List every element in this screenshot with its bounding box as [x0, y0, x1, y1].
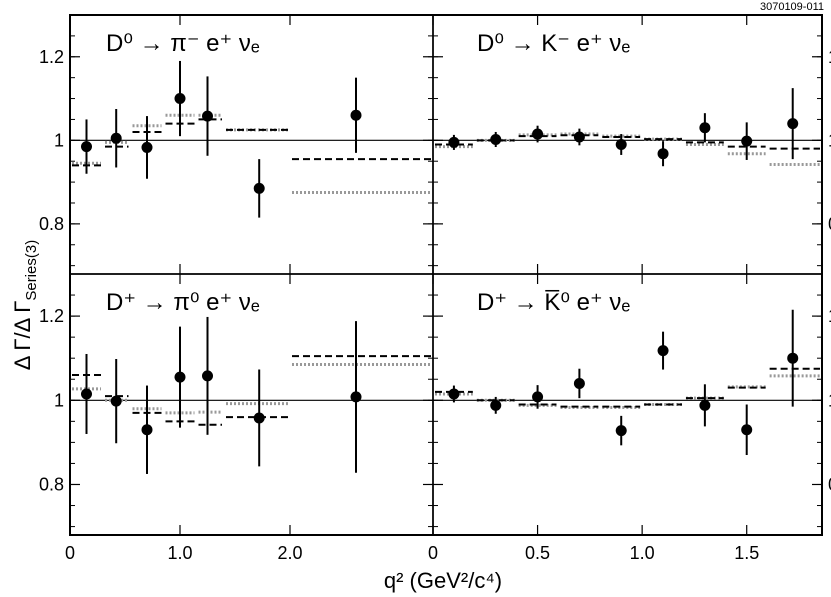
y-tick-label: 1.2 [39, 47, 64, 67]
data-point [699, 122, 711, 134]
data-point [657, 345, 669, 357]
y-tick-label: 1 [828, 130, 831, 150]
y-tick-label: 1 [54, 130, 64, 150]
y-axis-label-subscript: Series(3) [23, 240, 40, 301]
y-tick-label: 1 [828, 390, 831, 410]
y-axis-label: Δ Γ/Δ Γ [10, 301, 35, 371]
x-tick-label: 1.5 [734, 543, 759, 563]
svg-text:Δ Γ/Δ ΓSeries(3): Δ Γ/Δ ΓSeries(3) [10, 240, 40, 370]
data-point [81, 141, 92, 153]
y-tick-label: 0.8 [39, 474, 64, 494]
y-tick-label: 1 [54, 390, 64, 410]
y-axis-label-group: Δ Γ/Δ ΓSeries(3) [10, 240, 40, 370]
figure-frame [69, 14, 823, 536]
x-tick-label: 0 [65, 543, 75, 563]
panel-top-right: 0.8 1 1.2 D⁰ → K⁻ e⁺ νₑ [432, 14, 831, 275]
data-point [573, 377, 585, 389]
data-point [741, 135, 753, 147]
data-point [741, 424, 753, 436]
data-point [110, 395, 122, 407]
data-point [141, 141, 153, 153]
data-point [350, 391, 362, 403]
data-point [787, 118, 799, 130]
y-tick-label: 0.8 [828, 214, 831, 234]
data-point [573, 131, 585, 143]
panels-group: 0.8 1 1.2 D⁰ → π⁻ e⁺ νₑ 0.8 1 1.2 D⁰ → K⁻ e⁺ νₑ… [39, 14, 831, 563]
panel-title: D⁺ → π⁰ e⁺ νₑ [106, 289, 260, 316]
data-point [532, 391, 544, 403]
panel-title: D⁰ → K⁻ e⁺ νₑ [477, 30, 630, 57]
data-point [448, 388, 460, 400]
data-point [615, 139, 627, 150]
data-point [699, 399, 711, 411]
y-tick-label: 0.8 [39, 214, 64, 234]
panel-top-left: 0.8 1 1.2 D⁰ → π⁻ e⁺ νₑ [39, 14, 434, 275]
data-point [174, 93, 186, 105]
data-point [141, 424, 153, 436]
data-point [253, 182, 265, 194]
data-point [787, 352, 799, 364]
data-point [350, 109, 362, 121]
data-point [657, 148, 669, 160]
data-point [490, 399, 502, 411]
data-point [110, 132, 122, 144]
panel-title: D⁺ → K̅⁰ e⁺ νₑ [477, 289, 630, 316]
y-tick-label: 0.8 [828, 474, 831, 494]
data-point [448, 136, 460, 148]
x-tick-label: 1.0 [167, 543, 192, 563]
data-point [174, 371, 186, 383]
y-tick-label: 1.2 [39, 306, 64, 326]
panel-bottom-right: 0.8 1 1.2 0 0.5 1.0 1.5 D⁺ → K̅⁰ e⁺ νₑ [428, 273, 831, 563]
data-point [615, 425, 627, 437]
x-tick-label: 1.0 [630, 543, 655, 563]
data-point [490, 133, 502, 145]
data-point [532, 128, 544, 140]
data-point [202, 370, 213, 382]
x-tick-label: 0 [428, 543, 438, 563]
x-tick-label: 0.5 [525, 543, 550, 563]
y-tick-label: 1.2 [828, 47, 831, 67]
y-tick-label: 1.2 [828, 306, 831, 326]
data-point [253, 412, 265, 424]
panel-title: D⁰ → π⁻ e⁺ νₑ [106, 30, 260, 57]
data-point [81, 388, 92, 400]
panel-bottom-left: 0.8 1 1.2 0 1.0 2.0 D⁺ → π⁰ e⁺ νₑ [39, 273, 434, 563]
data-point [202, 110, 213, 122]
x-tick-label: 2.0 [277, 543, 302, 563]
figure-code: 3070109-011 [760, 1, 824, 13]
x-axis-label: q² (GeV²/c⁴) [384, 568, 502, 593]
